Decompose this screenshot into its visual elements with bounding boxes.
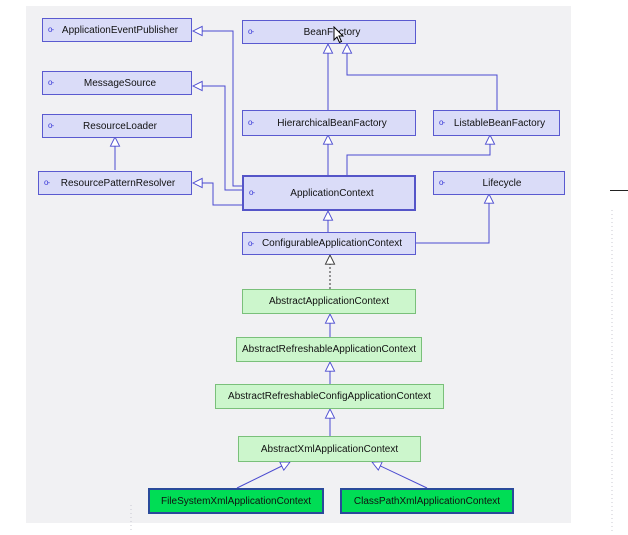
node-lifecycle[interactable]: Lifecycle (433, 171, 565, 195)
background-stray-line (130, 210, 613, 532)
node-label: ResourcePatternResolver (60, 177, 176, 189)
node-label: ListableBeanFactory (453, 117, 546, 129)
node-label: ApplicationContext (290, 187, 374, 199)
node-resource-pattern-resolver[interactable]: ResourcePatternResolver (38, 171, 192, 195)
edge-listable-to-beanfactory (347, 44, 498, 110)
node-label: ResourceLoader (83, 120, 157, 132)
node-label: AbstractRefreshableApplicationContext (242, 344, 416, 355)
node-abstract-xml-application-context[interactable]: AbstractXmlApplicationContext (238, 436, 421, 462)
node-abstract-refreshable-config-application-context[interactable]: AbstractRefreshableConfigApplicationCont… (215, 384, 444, 409)
node-label: AbstractXmlApplicationContext (260, 443, 399, 455)
node-resource-loader[interactable]: ResourceLoader (42, 114, 192, 138)
node-label: Lifecycle (482, 177, 522, 189)
edge-appcontext-to-messagesource (193, 86, 243, 191)
node-label: ConfigurableApplicationContext (261, 238, 403, 249)
node-message-source[interactable]: MessageSource (42, 71, 192, 95)
node-application-context[interactable]: ApplicationContext (242, 175, 416, 211)
node-label: AbstractApplicationContext (268, 296, 390, 307)
mouse-cursor-icon (333, 26, 345, 44)
node-label: MessageSource (83, 77, 157, 89)
node-listable-bean-factory[interactable]: ListableBeanFactory (433, 110, 560, 136)
node-configurable-application-context[interactable]: ConfigurableApplicationContext (242, 232, 416, 255)
node-class-path-xml-application-context[interactable]: ClassPathXmlApplicationContext (340, 488, 514, 514)
node-application-event-publisher[interactable]: ApplicationEventPublisher (42, 18, 192, 42)
edge-divider (610, 190, 628, 191)
node-label: BeanFactory (303, 26, 361, 38)
node-hierarchical-bean-factory[interactable]: HierarchicalBeanFactory (242, 110, 416, 136)
node-abstract-application-context[interactable]: AbstractApplicationContext (242, 289, 416, 314)
edge-filesystem-to-abstractxml (236, 462, 290, 489)
node-label: HierarchicalBeanFactory (277, 117, 387, 129)
edge-classpath-to-abstractxml (372, 462, 428, 489)
node-bean-factory[interactable]: BeanFactory (242, 20, 416, 44)
edge-configurable-to-lifecycle (416, 194, 489, 244)
node-label: ClassPathXmlApplicationContext (353, 495, 501, 507)
edge-appcontext-to-listable (346, 135, 490, 175)
edge-appcontext-to-eventpublisher (193, 31, 243, 187)
node-label: FileSystemXmlApplicationContext (160, 495, 312, 507)
node-abstract-refreshable-application-context[interactable]: AbstractRefreshableApplicationContext (236, 337, 422, 362)
node-label: AbstractRefreshableConfigApplicationCont… (228, 391, 431, 402)
node-label: ApplicationEventPublisher (61, 24, 179, 36)
edge-appcontext-to-resourcepattern (193, 183, 243, 206)
node-file-system-xml-application-context[interactable]: FileSystemXmlApplicationContext (148, 488, 324, 514)
